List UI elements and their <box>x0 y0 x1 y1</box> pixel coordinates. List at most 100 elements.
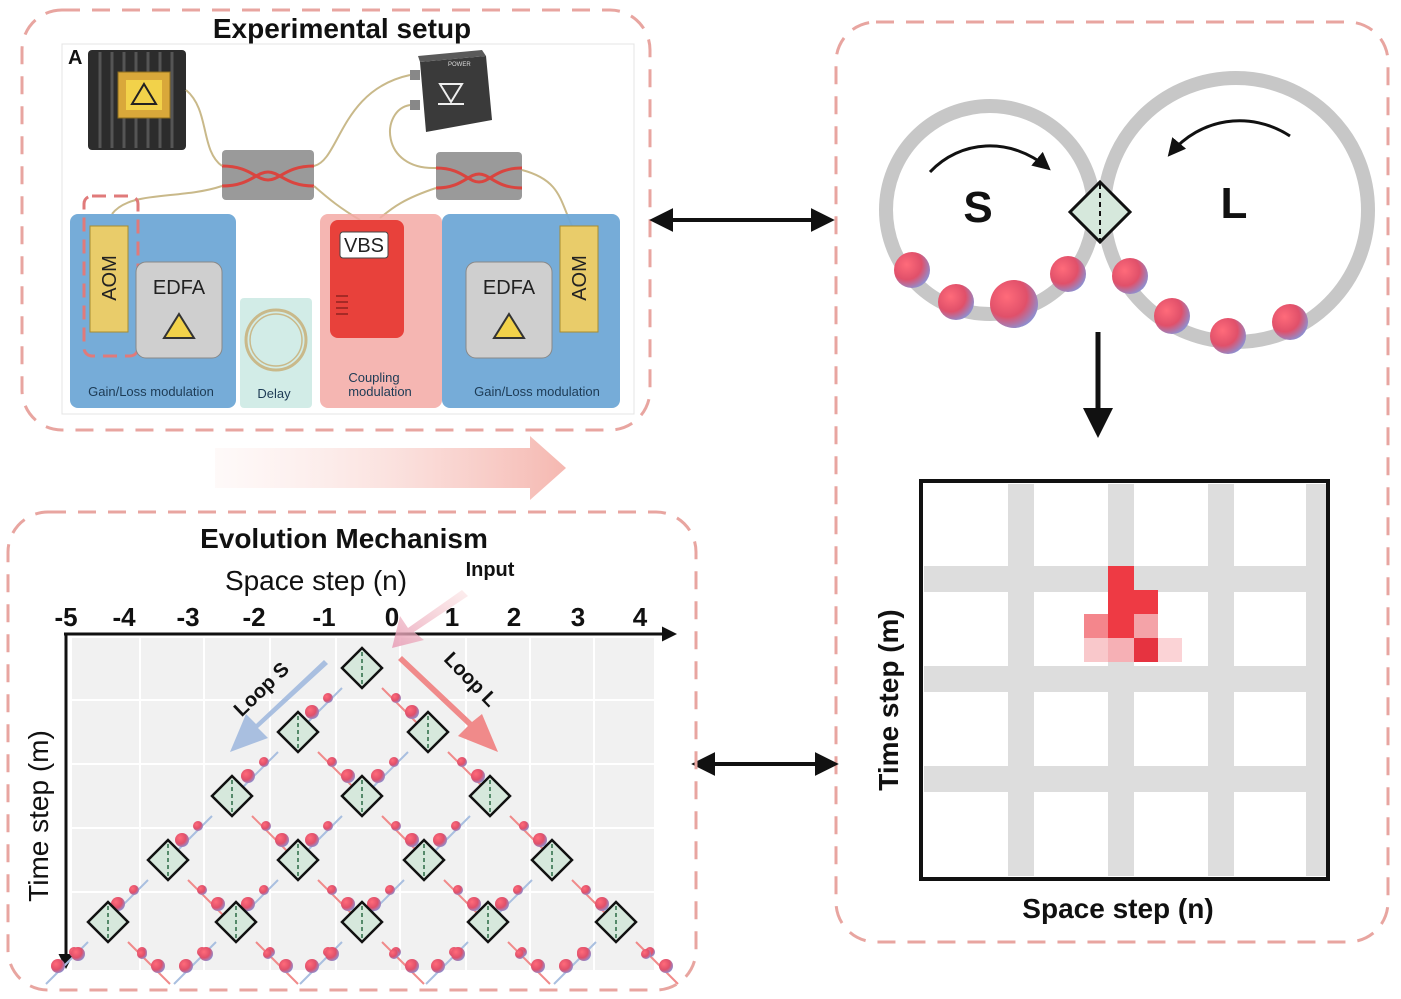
loop-l-path <box>507 941 551 985</box>
pulse-ball <box>1210 318 1246 354</box>
pulse-dot <box>405 833 419 847</box>
evolution-title: Evolution Mechanism <box>200 523 488 554</box>
pulse-dot <box>305 959 319 973</box>
coupling-panel: VBS Coupling modulation <box>320 214 442 408</box>
pulse-dot <box>641 949 651 959</box>
pulse-dot <box>151 959 165 973</box>
loop-s-label: S <box>963 183 992 232</box>
pulse-dot <box>595 897 609 911</box>
pulse-ball <box>1272 304 1308 340</box>
pulse-dot <box>137 949 147 959</box>
pulse-dot <box>577 947 591 961</box>
loop-l-path <box>381 941 425 985</box>
pulse-dot <box>275 833 289 847</box>
gain-loss-label-right: Gain/Loss modulation <box>474 384 600 399</box>
pulse-dot <box>71 947 85 961</box>
pulse-dot <box>471 769 485 783</box>
loop-s-direction-arrow <box>230 660 328 752</box>
pulse-dot <box>531 959 545 973</box>
pulse-dot <box>279 959 293 973</box>
aom-label-right: AOM <box>569 255 591 301</box>
pulse-dot <box>495 897 509 911</box>
setup-title: Experimental setup <box>213 13 471 44</box>
pulse-dot <box>515 949 525 959</box>
loop-l-arrow <box>1167 119 1291 157</box>
pulse-dot <box>659 959 673 973</box>
x-tick-label: 3 <box>571 602 585 632</box>
x-tick-label: 2 <box>507 602 521 632</box>
delay-panel: Delay <box>240 298 312 408</box>
pulse-ball <box>1112 258 1148 294</box>
pulse-dot <box>371 769 385 783</box>
pulse-dot <box>385 885 395 895</box>
evolution-panel: Evolution Mechanism Space step (n) Input… <box>6 510 698 992</box>
power-label: POWER <box>448 62 471 68</box>
pulse-ball <box>938 284 974 320</box>
pulse-dot <box>513 885 523 895</box>
loop-pulses <box>894 252 1308 354</box>
loop-l-direction-arrow <box>398 656 498 752</box>
loop-s-arrow <box>928 144 1051 174</box>
pulse-dot <box>51 959 65 973</box>
pulse-dot <box>305 833 319 847</box>
pulse-dot <box>431 959 445 973</box>
pulse-dot <box>341 769 355 783</box>
x-tick-label: 1 <box>445 602 459 632</box>
loop-l-label: L <box>1221 179 1248 228</box>
gain-loss-panel-left: AOM EDFA Gain/Loss modulation <box>70 194 236 408</box>
pulse-dot <box>261 821 271 831</box>
input-arrow <box>392 590 468 648</box>
coupler-left <box>221 150 315 200</box>
photodetector: POWER <box>410 50 492 132</box>
pulse-dot <box>323 821 333 831</box>
pulse-dot <box>211 897 225 911</box>
pulse-dot <box>367 897 381 911</box>
result-ylabel: Time step (m) <box>873 609 904 791</box>
lattice-nodes <box>51 646 673 973</box>
evolution-ylabel: Time step (m) <box>23 730 54 902</box>
loop-l-path <box>635 941 679 985</box>
pulse-dot <box>451 947 465 961</box>
pulse-dot <box>327 757 337 767</box>
loop-l-path <box>255 941 299 985</box>
pulse-ball <box>990 280 1038 328</box>
pulse-dot <box>451 821 461 831</box>
x-tick-label: -4 <box>112 602 136 632</box>
pulse-dot <box>325 947 339 961</box>
result-heatmap: Space step (n) Time step (m) <box>873 479 1330 924</box>
edfa-label-left: EDFA <box>153 277 206 299</box>
pulse-dot <box>433 833 447 847</box>
pulse-dot <box>453 885 463 895</box>
pulse-dot <box>391 821 401 831</box>
pulse-dot <box>305 705 319 719</box>
loop-l-path <box>127 941 171 985</box>
pulse-dot <box>263 949 273 959</box>
pulse-dot <box>391 693 401 703</box>
coupler-right <box>435 152 523 200</box>
edfa-label-right: EDFA <box>483 277 536 299</box>
heatmap-grid <box>924 484 1326 876</box>
pulse-dot <box>129 885 139 895</box>
evolution-dashed-border <box>6 510 698 992</box>
pulse-dot <box>389 949 399 959</box>
delay-label: Delay <box>257 386 291 401</box>
right-panel: S L <box>834 20 1390 944</box>
pulse-dot <box>405 959 419 973</box>
heatmap-cells <box>1084 566 1182 662</box>
pulse-dot <box>327 885 337 895</box>
pulse-dot <box>457 757 467 767</box>
coupling-label-line2: modulation <box>348 384 412 399</box>
result-xlabel: Space step (n) <box>1022 893 1213 924</box>
pulse-dot <box>259 885 269 895</box>
pulse-dot <box>241 897 255 911</box>
setup-panel: Experimental setup A POWER <box>20 8 652 432</box>
lattice-grid <box>72 638 654 970</box>
loop-s-path <box>553 941 597 985</box>
vbs-label: VBS <box>344 235 384 257</box>
gain-loss-label-left: Gain/Loss modulation <box>88 384 214 399</box>
pulse-dot <box>341 897 355 911</box>
pulse-ball <box>1050 256 1086 292</box>
evolution-xlabel: Space step (n) <box>225 565 407 596</box>
